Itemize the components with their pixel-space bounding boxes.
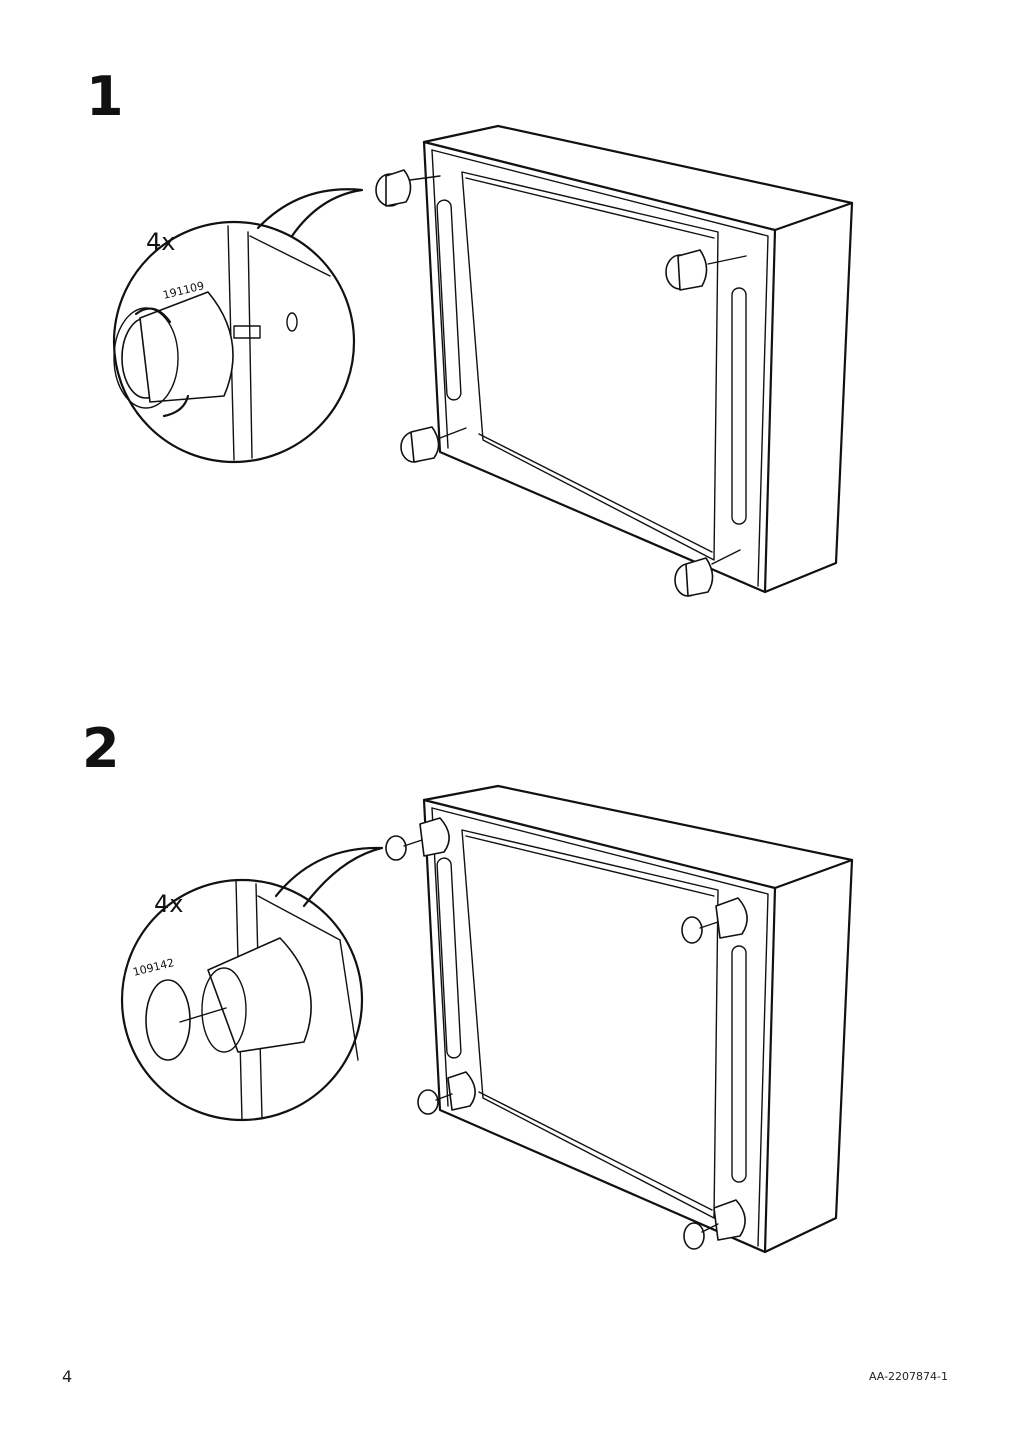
foot-top-left	[375, 169, 441, 207]
page-number: 4	[62, 1367, 73, 1386]
cabinet-frame-2	[422, 784, 854, 1254]
foot-top-right	[665, 249, 747, 291]
step-1-quantity: 4x	[146, 228, 175, 256]
detail-callout-2	[120, 846, 384, 1122]
step-1-number: 1	[86, 65, 124, 128]
pad-bottom-left	[417, 1071, 476, 1115]
step-2-part-number: 109142	[132, 956, 176, 979]
document-id: AA-2207874-1	[868, 1370, 948, 1383]
pad-top-left	[385, 817, 450, 861]
cabinet-frame-1	[422, 124, 854, 594]
foot-bottom-right	[674, 549, 741, 597]
step-2-quantity: 4x	[154, 890, 183, 918]
detail-callout-1	[112, 188, 364, 464]
step-2-number: 2	[82, 717, 120, 780]
foot-bottom-left	[400, 426, 467, 463]
step-1-illustration: 4x 191109	[112, 124, 854, 597]
pad-top-right	[681, 897, 748, 944]
step-2-illustration: 4x 109142	[120, 784, 854, 1254]
pad-bottom-right	[683, 1199, 746, 1250]
